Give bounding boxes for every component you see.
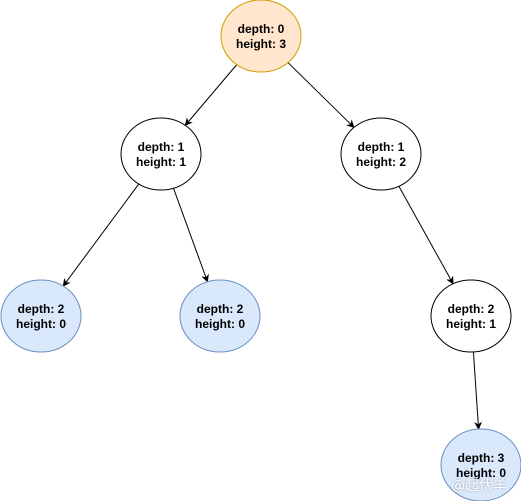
edge-n5-n6	[472, 351, 483, 430]
node-ellipse	[440, 428, 521, 501]
node-height-label: height: 0	[195, 317, 245, 331]
node-ellipse	[340, 117, 422, 191]
node-depth-label: depth: 1	[138, 140, 185, 154]
node-height-label: height: 1	[136, 155, 186, 169]
edge-n2-n5	[398, 185, 454, 285]
node-height-label: height: 1	[446, 317, 496, 331]
edge-n1-n3	[62, 183, 140, 287]
node-depth-label: depth: 1	[358, 140, 405, 154]
edge-n1-n4	[172, 188, 209, 283]
node-depth-label: depth: 3	[458, 451, 505, 465]
node-height-label: height: 3	[236, 37, 286, 51]
node-height-label: height: 2	[356, 155, 406, 169]
node-ellipse	[0, 279, 82, 353]
node-height-label: height: 0	[456, 466, 506, 480]
edge-n0-n1	[184, 64, 238, 126]
edge-n0-n2	[287, 62, 355, 129]
node-ellipse	[179, 279, 261, 353]
node-ellipse	[120, 117, 202, 191]
node-depth-label: depth: 2	[18, 302, 65, 316]
node-depth-label: depth: 2	[448, 302, 495, 316]
edges	[62, 62, 483, 430]
watermark-text: @起伏羊	[451, 478, 507, 494]
node-height-label: height: 0	[16, 317, 66, 331]
node-ellipse	[220, 0, 302, 73]
node-depth-label: depth: 2	[197, 302, 244, 316]
node-depth-label: depth: 0	[238, 22, 285, 36]
node-ellipse	[430, 279, 512, 353]
